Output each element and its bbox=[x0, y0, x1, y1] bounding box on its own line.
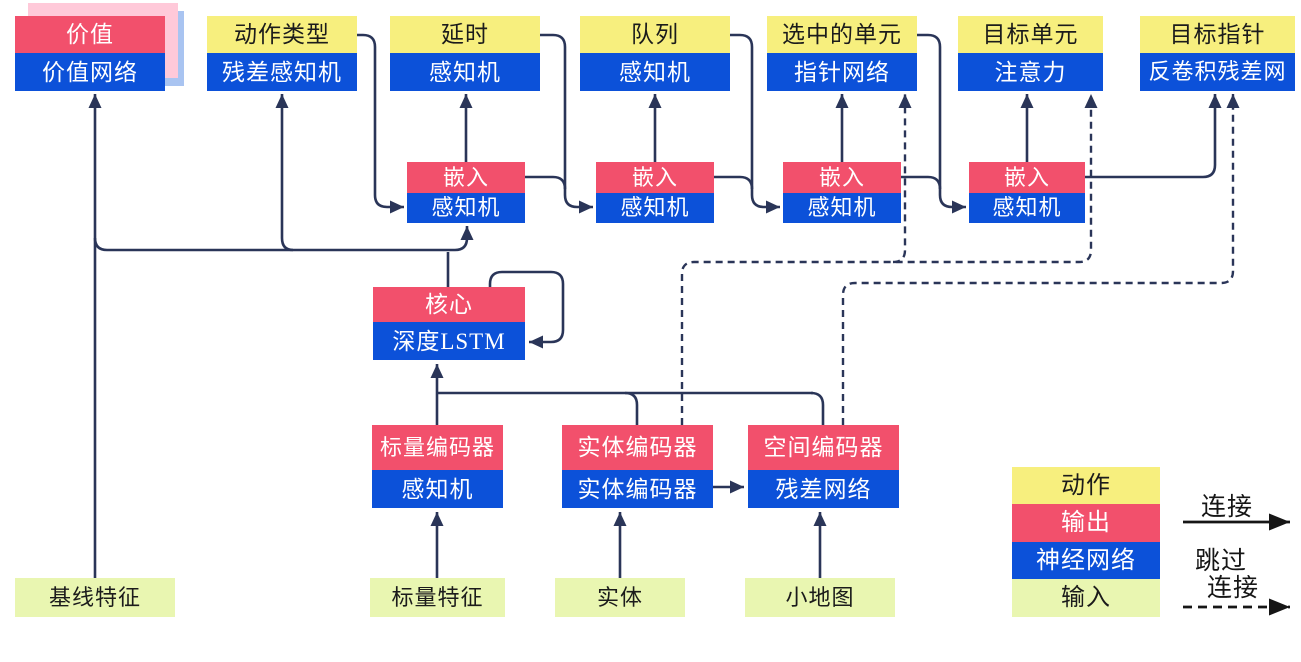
head-box-action-type: 动作类型 残差感知机 bbox=[207, 16, 357, 91]
scalar-encoder-label: 标量编码器 bbox=[372, 425, 503, 470]
spatial-encoder-label: 空间编码器 bbox=[748, 425, 899, 470]
action-type-network-label: 残差感知机 bbox=[207, 53, 357, 91]
embedding-box-2: 嵌入 感知机 bbox=[596, 162, 714, 223]
embedding-4-label: 嵌入 bbox=[969, 162, 1085, 193]
embedding-3-label: 嵌入 bbox=[783, 162, 901, 193]
encoder-box-entity: 实体编码器 实体编码器 bbox=[562, 425, 713, 508]
delay-label: 延时 bbox=[390, 16, 540, 53]
target-pointer-network-label: 反卷积残差网 bbox=[1140, 53, 1295, 91]
legend-skip-label-line1: 跳过 bbox=[1194, 548, 1247, 575]
entity-encoder-label: 实体编码器 bbox=[562, 425, 713, 470]
embedding-4-network-label: 感知机 bbox=[969, 193, 1085, 223]
head-box-queue: 队列 感知机 bbox=[580, 16, 730, 91]
input-box-minimap: 小地图 bbox=[745, 578, 895, 617]
queue-network-label: 感知机 bbox=[580, 53, 730, 91]
target-pointer-label: 目标指针 bbox=[1140, 16, 1295, 53]
action-type-label: 动作类型 bbox=[207, 16, 357, 53]
delay-network-label: 感知机 bbox=[390, 53, 540, 91]
core-network-label: 深度LSTM bbox=[373, 322, 525, 360]
value-output-label: 价值 bbox=[15, 16, 165, 53]
value-network-label: 价值网络 bbox=[15, 53, 165, 91]
input-box-scalar-features: 标量特征 bbox=[370, 578, 505, 617]
legend-output-label: 输出 bbox=[1012, 504, 1160, 542]
legend-network-label: 神经网络 bbox=[1012, 542, 1160, 579]
embedding-box-3: 嵌入 感知机 bbox=[783, 162, 901, 223]
embedding-1-label: 嵌入 bbox=[407, 162, 525, 193]
skip-connections bbox=[680, 94, 1240, 425]
solid-connections bbox=[88, 33, 1222, 578]
encoder-box-scalar: 标量编码器 感知机 bbox=[372, 425, 503, 508]
head-box-target-pointer: 目标指针 反卷积残差网 bbox=[1140, 16, 1295, 91]
target-unit-label: 目标单元 bbox=[958, 16, 1103, 53]
legend-input-label: 输入 bbox=[1012, 579, 1160, 617]
embedding-2-network-label: 感知机 bbox=[596, 193, 714, 223]
embedding-3-network-label: 感知机 bbox=[783, 193, 901, 223]
head-box-delay: 延时 感知机 bbox=[390, 16, 540, 91]
embedding-2-label: 嵌入 bbox=[596, 162, 714, 193]
head-box-target-unit: 目标单元 注意力 bbox=[958, 16, 1103, 91]
selected-units-network-label: 指针网络 bbox=[767, 53, 917, 91]
entity-encoder-network-label: 实体编码器 bbox=[562, 470, 713, 508]
core-label: 核心 bbox=[373, 287, 525, 322]
embedding-1-network-label: 感知机 bbox=[407, 193, 525, 223]
legend-color-key: 动作 输出 神经网络 输入 bbox=[1012, 467, 1160, 617]
input-box-entities: 实体 bbox=[555, 578, 685, 617]
core-box: 核心 深度LSTM bbox=[373, 287, 525, 360]
embedding-box-4: 嵌入 感知机 bbox=[969, 162, 1085, 223]
spatial-encoder-network-label: 残差网络 bbox=[748, 470, 899, 508]
selected-units-label: 选中的单元 bbox=[767, 16, 917, 53]
head-box-selected-units: 选中的单元 指针网络 bbox=[767, 16, 917, 91]
legend-arrows bbox=[1183, 513, 1290, 616]
embedding-box-1: 嵌入 感知机 bbox=[407, 162, 525, 223]
queue-label: 队列 bbox=[580, 16, 730, 53]
input-box-baseline-features: 基线特征 bbox=[15, 578, 175, 617]
legend-skip-label-line2: 连接 bbox=[1206, 575, 1259, 602]
encoder-box-spatial: 空间编码器 残差网络 bbox=[748, 425, 899, 508]
scalar-encoder-network-label: 感知机 bbox=[372, 470, 503, 508]
target-unit-network-label: 注意力 bbox=[958, 53, 1103, 91]
head-box-value: 价值 价值网络 bbox=[15, 3, 184, 91]
legend-action-label: 动作 bbox=[1012, 467, 1160, 504]
legend-solid-arrow-label: 连接 bbox=[1200, 494, 1253, 521]
